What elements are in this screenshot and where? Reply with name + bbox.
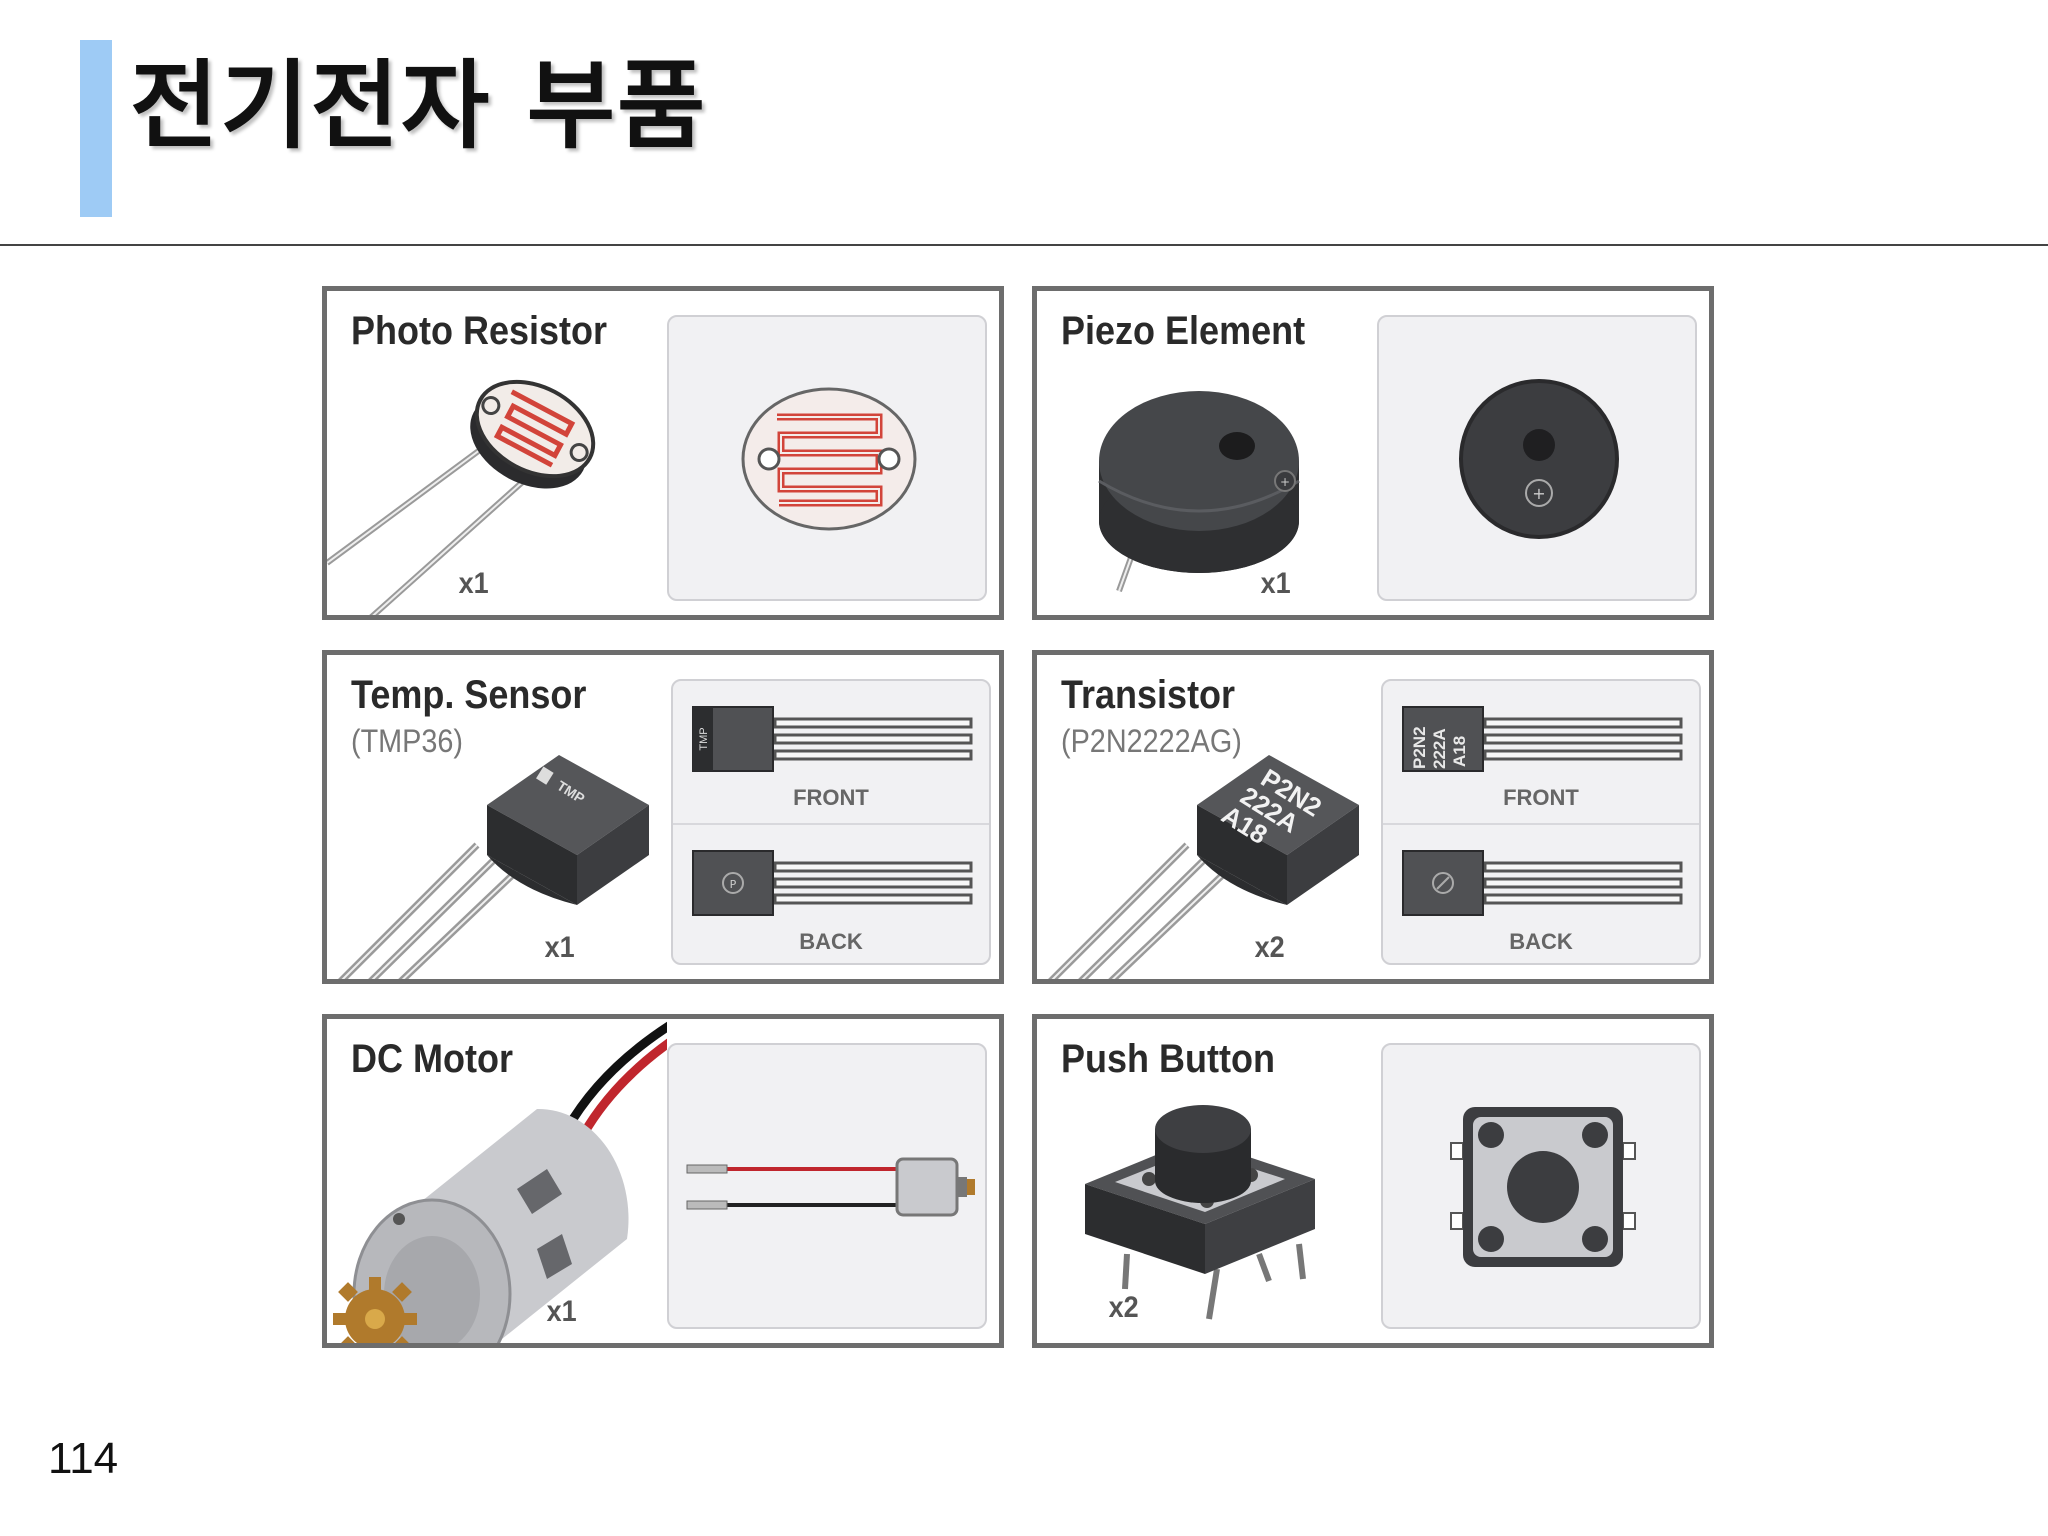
title-divider	[0, 244, 2048, 246]
svg-text:P2N2: P2N2	[1410, 726, 1429, 769]
card-temp-sensor: TMP Temp. Sensor (TMP36) x1 TMP	[322, 650, 1004, 984]
svg-text:A18: A18	[1450, 736, 1469, 767]
card-title: Temp. Sensor	[351, 673, 587, 717]
quantity-label: x1	[458, 567, 489, 600]
front-label: FRONT	[1503, 785, 1579, 810]
card-dc-motor: DC Motor x1	[322, 1014, 1004, 1348]
card-title: Push Button	[1061, 1037, 1275, 1081]
svg-text:+: +	[1280, 475, 1290, 489]
card-photo-resistor: Photo Resistor x1	[322, 286, 1004, 620]
quantity-label: x1	[544, 931, 575, 964]
dc-motor-illustration	[333, 1021, 667, 1343]
quantity-label: x2	[1254, 931, 1285, 964]
quantity-label: x1	[1260, 567, 1291, 600]
card-title: Piezo Element	[1061, 309, 1306, 353]
temp-sensor-pinout: TMP P FRONT BACK	[671, 679, 991, 965]
front-label: FRONT	[793, 785, 869, 810]
transistor-illustration: P2N2 222A A18	[1048, 755, 1359, 979]
dc-motor-diagram	[667, 1043, 987, 1329]
svg-text:TMP: TMP	[698, 727, 710, 750]
card-subtitle: (P2N2222AG)	[1061, 723, 1242, 759]
photo-resistor-illustration	[327, 379, 596, 615]
push-button-illustration	[1085, 1105, 1315, 1320]
back-label: BACK	[1509, 929, 1573, 954]
photo-resistor-top-view	[667, 315, 987, 601]
svg-text:P: P	[730, 878, 737, 891]
temp-sensor-illustration: TMP	[338, 755, 649, 979]
svg-text:222A: 222A	[1430, 728, 1449, 769]
panel-divider	[1383, 823, 1699, 825]
card-title: DC Motor	[351, 1037, 513, 1081]
panel-divider	[673, 823, 989, 825]
page-number: 114	[48, 1434, 119, 1483]
push-button-top-view	[1381, 1043, 1701, 1329]
card-push-button: Push Button x2	[1032, 1014, 1714, 1348]
card-title: Transistor	[1061, 673, 1236, 717]
transistor-pinout: P2N2 222A A18 FRONT BACK	[1381, 679, 1701, 965]
card-piezo-element: + Piezo Element x1 +	[1032, 286, 1714, 620]
components-grid: Photo Resistor x1 + Piezo Element x1	[322, 286, 1724, 1356]
svg-text:+: +	[1532, 484, 1545, 503]
piezo-element-illustration: +	[1098, 391, 1300, 593]
page-title: 전기전자 부품	[130, 50, 708, 162]
quantity-label: x1	[546, 1295, 577, 1328]
card-subtitle: (TMP36)	[351, 723, 464, 759]
card-transistor: P2N2 222A A18 Transistor (P2N2222AG) x2 …	[1032, 650, 1714, 984]
card-title: Photo Resistor	[351, 309, 608, 353]
back-label: BACK	[799, 929, 863, 954]
quantity-label: x2	[1108, 1291, 1139, 1324]
title-accent-bar	[80, 40, 112, 217]
piezo-element-top-view: +	[1377, 315, 1697, 601]
